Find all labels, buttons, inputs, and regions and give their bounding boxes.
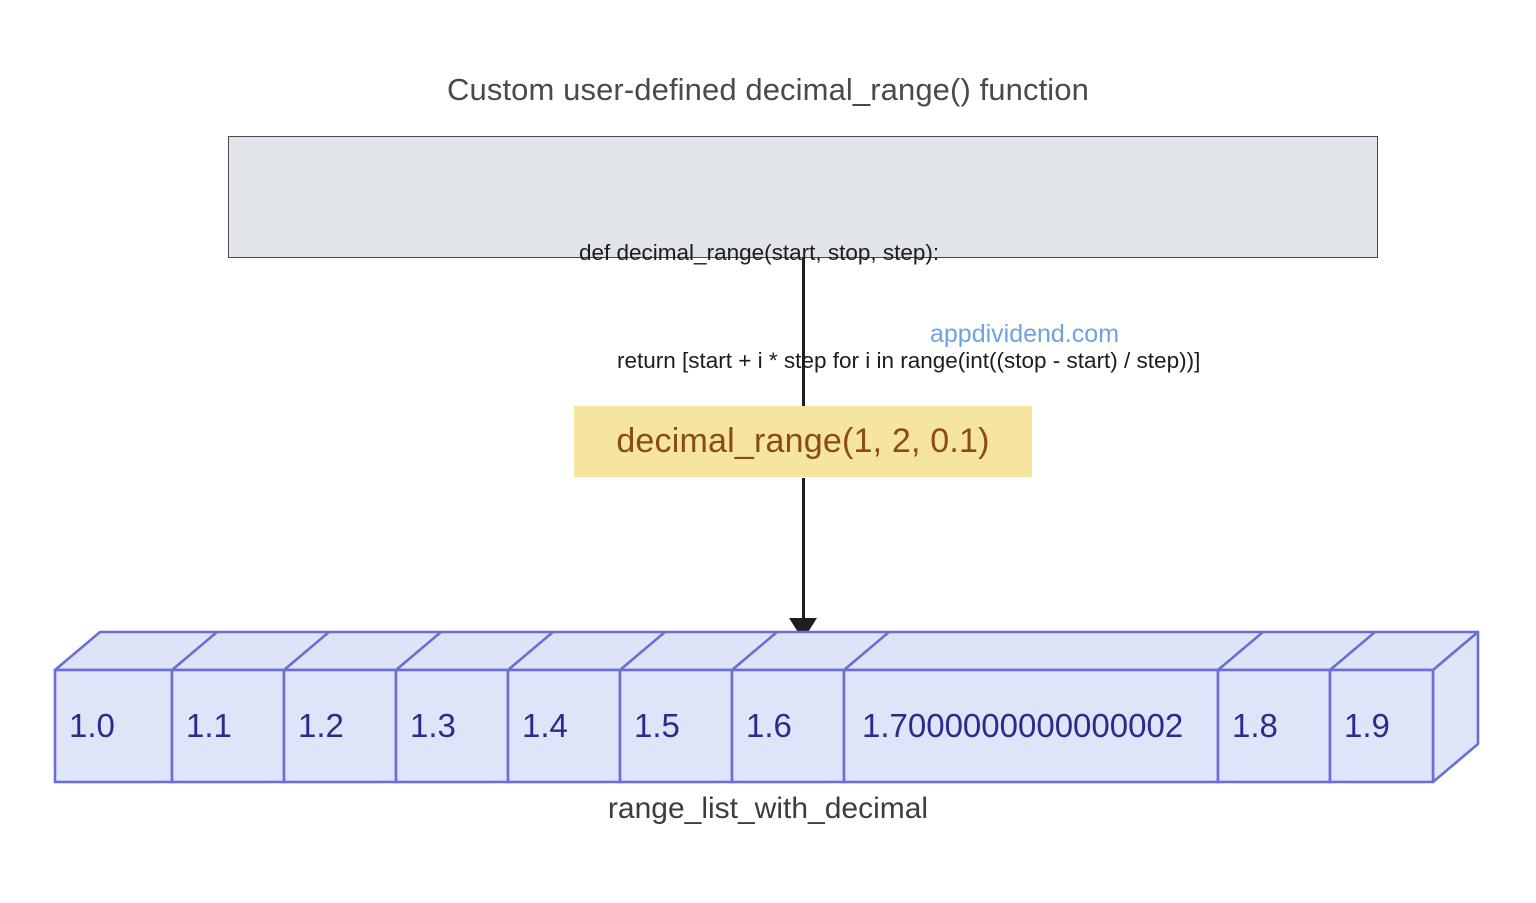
- code-block-box: def decimal_range(start, stop, step): re…: [228, 136, 1378, 373]
- code-line-def: def decimal_range(start, stop, step):: [579, 240, 940, 265]
- array-caption: range_list_with_decimal: [607, 792, 929, 825]
- watermark-text: appdividend.com: [930, 320, 1120, 348]
- code-line-return: return [start + i * step for i in range(…: [617, 348, 1201, 373]
- array-3d-shape: [53, 630, 1480, 784]
- code-block-text: def decimal_range(start, stop, step): re…: [579, 163, 1200, 451]
- page-title: Custom user-defined decimal_range() func…: [447, 72, 1089, 107]
- function-call-label: decimal_range(1, 2, 0.1): [574, 406, 1032, 477]
- function-call-text: decimal_range(1, 2, 0.1): [616, 422, 990, 460]
- connector-line-lower: [802, 478, 805, 625]
- connector-line-upper: [802, 258, 805, 408]
